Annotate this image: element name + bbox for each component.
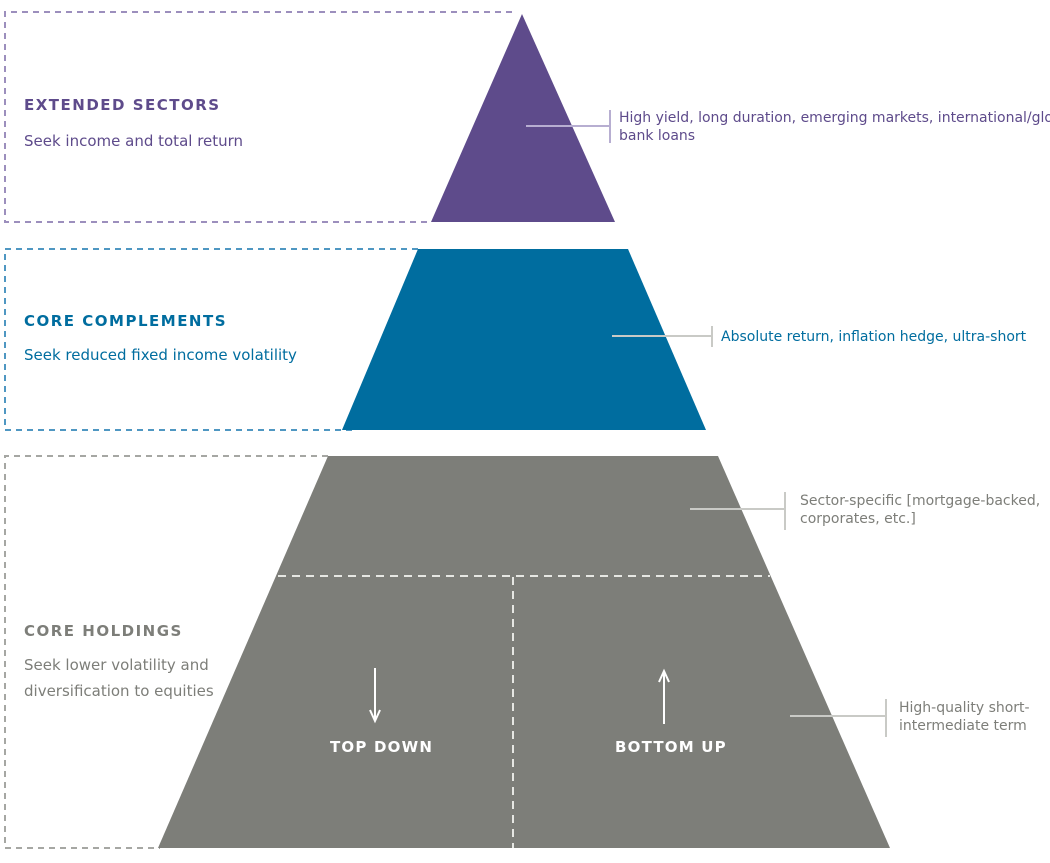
extended-sectors-subtitle-line: Seek income and total return: [24, 132, 244, 150]
up-arrow-icon: [658, 668, 670, 724]
core-complements-callout: Absolute return, inflation hedge, ultra-…: [721, 328, 1026, 346]
bottom-up-label: BOTTOM UP: [615, 738, 727, 756]
high-quality-callout: High-quality short- intermediate term: [899, 699, 1030, 735]
extended-sectors-box: [4, 11, 512, 223]
high-quality-callout-connector: [790, 699, 887, 737]
extended-callout-line-2: bank loans: [619, 128, 696, 144]
extended-callout-line-1: High yield, long duration, emerging mark…: [619, 110, 1050, 126]
core-complements-subtitle: Seek reduced fixed income volatility: [24, 342, 297, 368]
extended-sectors-title: EXTENDED SECTORS: [24, 96, 221, 114]
extended-sectors-subtitle: Seek income and total return: [24, 128, 243, 154]
extended-sectors-callout: High yield, long duration, emerging mark…: [619, 109, 1050, 145]
core-holdings-tier: [158, 456, 890, 848]
high-quality-callout-line-1: High-quality short-: [899, 700, 1030, 716]
core-complements-subtitle-line: Seek reduced fixed income volatility: [24, 346, 297, 364]
extended-callout-connector: [526, 110, 611, 143]
down-arrow-icon: [369, 668, 381, 724]
core-complements-tier: [342, 249, 706, 430]
complements-callout-line: Absolute return, inflation hedge, ultra-…: [721, 329, 1027, 345]
core-holdings-subtitle-line-1: Seek lower volatility and: [24, 656, 209, 674]
sector-specific-callout-line-1: Sector-specific [mortgage-backed,: [800, 493, 1041, 509]
top-down-label: TOP DOWN: [330, 738, 434, 756]
sector-specific-callout-line-2: corporates, etc.]: [800, 511, 916, 527]
core-holdings-title: CORE HOLDINGS: [24, 622, 183, 640]
sector-specific-callout: Sector-specific [mortgage-backed, corpor…: [800, 492, 1040, 528]
extended-sectors-tier: [431, 14, 615, 222]
sector-specific-callout-connector: [690, 492, 786, 530]
complements-callout-connector: [612, 326, 713, 347]
core-complements-title: CORE COMPLEMENTS: [24, 312, 228, 330]
core-holdings-box: [4, 455, 328, 849]
core-holdings-subtitle-line-2: diversification to equities: [24, 682, 214, 700]
core-holdings-subtitle: Seek lower volatility and diversificatio…: [24, 652, 214, 704]
high-quality-callout-line-2: intermediate term: [899, 718, 1027, 734]
